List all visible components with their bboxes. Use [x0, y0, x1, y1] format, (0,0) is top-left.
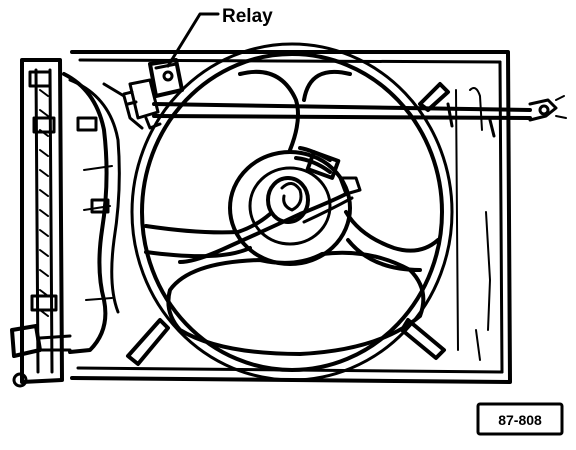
- motor-lead-wire: [178, 146, 362, 264]
- relay-unit: [122, 58, 184, 130]
- relay-callout-label: Relay: [222, 6, 273, 27]
- fan-motor-hub: [228, 150, 352, 266]
- figure-code-box: 87-808: [476, 402, 564, 436]
- wire-conduit: [152, 95, 567, 138]
- fan-ring: [130, 42, 454, 382]
- mounting-tabs: [126, 82, 450, 366]
- left-mounting-bracket: [10, 58, 72, 388]
- figure-code-text: 87-808: [498, 412, 542, 428]
- shroud-spokes: [144, 69, 440, 356]
- wiring-harness: [62, 72, 144, 354]
- relay-leader-line: [166, 12, 220, 68]
